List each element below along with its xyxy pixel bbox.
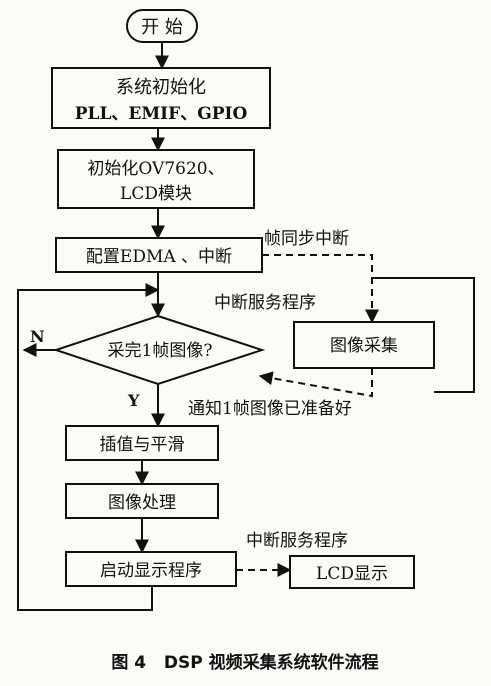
notify-label: 通知1帧图像已准备好 [188, 399, 352, 419]
start-label: 开 始 [141, 17, 183, 38]
isr-top-label: 中断服务程序 [214, 293, 316, 313]
init-lcd-label: LCD模块 [120, 184, 192, 204]
frame-complete-decision: 采完1帧图像? [52, 314, 266, 386]
isr-capture-bracket [372, 277, 475, 393]
image-processing-box: 图像处理 [65, 483, 219, 519]
image-processing-label: 图像处理 [108, 493, 176, 513]
system-init-detail: PLL、EMIF、GPIO [75, 104, 248, 124]
isr-bottom-label: 中断服务程序 [246, 531, 348, 551]
no-label: N [30, 327, 45, 346]
config-edma-box: 配置EDMA 、中断 [55, 237, 263, 273]
interp-smooth-box: 插值与平滑 [65, 425, 219, 461]
init-camera-lcd-box: 初始化OV7620、 LCD模块 [57, 149, 255, 209]
isr-lcd-label: LCD显示 [316, 564, 388, 584]
start-display-label: 启动显示程序 [100, 561, 202, 581]
yes-label: Y [127, 391, 140, 410]
start-display-box: 启动显示程序 [65, 551, 237, 587]
config-edma-label: 配置EDMA 、中断 [86, 247, 232, 267]
isr-capture-label: 图像采集 [330, 336, 398, 356]
isr-lcd-box: LCD显示 [289, 555, 415, 589]
figure-caption: 图 4 DSP 视频采集系统软件流程 [111, 652, 378, 673]
interp-smooth-label: 插值与平滑 [100, 435, 185, 455]
isr-capture-box: 图像采集 [293, 321, 435, 369]
start-terminal: 开 始 [126, 9, 198, 43]
system-init-title: 系统初始化 [116, 77, 206, 98]
frame-sync-label: 帧同步中断 [264, 229, 349, 249]
decision-label: 采完1帧图像? [108, 341, 213, 361]
frame-sync-interrupt-line [262, 254, 379, 324]
system-init-box: 系统初始化 PLL、EMIF、GPIO [51, 67, 271, 129]
loop-back-line [17, 283, 160, 611]
notify-frame-ready-line [258, 368, 373, 398]
init-camera-label: 初始化OV7620、 [87, 159, 224, 179]
